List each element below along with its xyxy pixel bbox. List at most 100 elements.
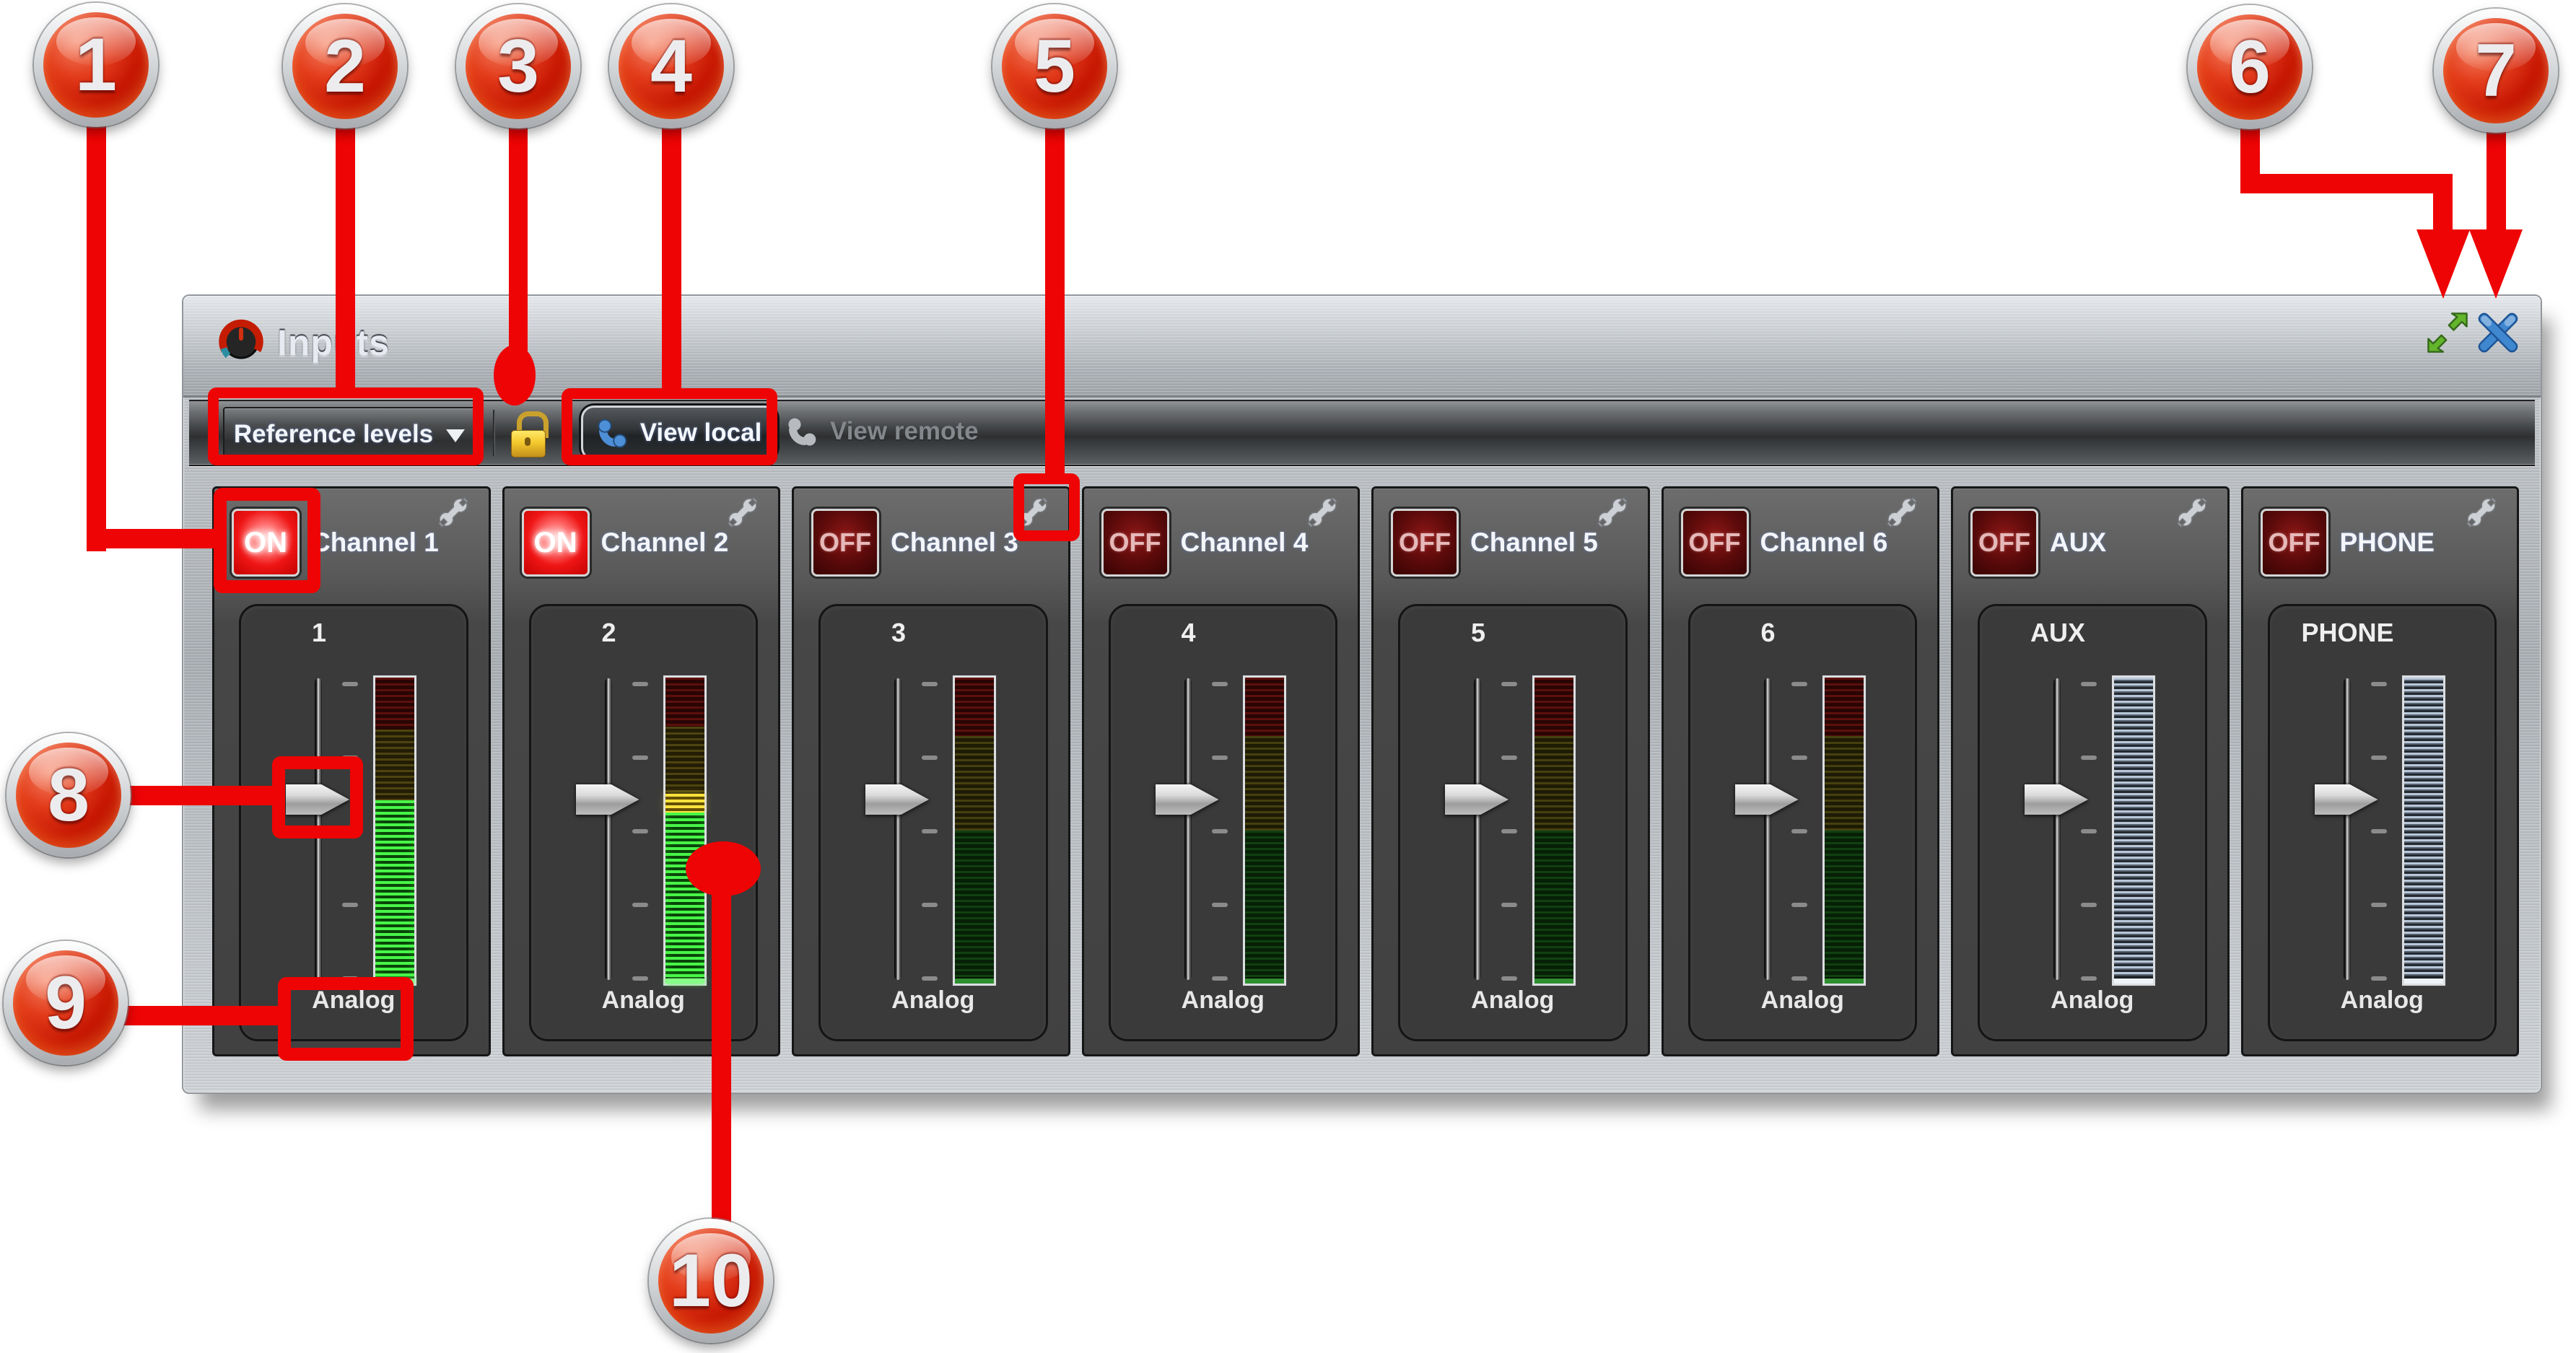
power-button-5[interactable]: OFF (1391, 509, 1459, 577)
toolbar-separator (493, 410, 495, 456)
fader-tick (2081, 903, 2097, 907)
window-resize-icon[interactable] (2427, 312, 2468, 354)
channel-name-label: Channel 5 (1470, 527, 1598, 557)
meter-zone (665, 794, 704, 813)
callout-5-connector (1045, 126, 1065, 481)
power-button-3[interactable]: OFF (811, 509, 879, 577)
connection-type-label: Analog (2340, 986, 2424, 1014)
fader-tick (1791, 976, 1807, 981)
fader-handle[interactable] (865, 781, 929, 818)
callout-bubble-3: 3 (456, 4, 580, 128)
channel-strip-channel-4: OFF Channel 4 4 Analog (1081, 486, 1360, 1056)
wrench-icon[interactable] (725, 494, 761, 530)
fader-track[interactable] (604, 678, 612, 980)
view-local-button[interactable]: View local (581, 406, 777, 460)
fader-track[interactable] (2053, 678, 2061, 980)
power-button-2[interactable]: ON (521, 509, 590, 577)
meter-zone (665, 726, 704, 794)
fader-track[interactable] (2343, 678, 2351, 980)
meter-bottom-cap (665, 978, 704, 984)
fader-tick (2081, 829, 2097, 833)
connection-type-label: Analog (2051, 986, 2134, 1014)
wrench-icon[interactable] (2463, 494, 2499, 530)
fader-tick (1211, 756, 1228, 760)
channel-strip-channel-5: OFF Channel 5 5 Analog (1371, 486, 1650, 1056)
callout-5-highlight-wrench (1013, 473, 1080, 541)
port-label: 4 (1181, 618, 1196, 647)
gray-phone-icon (788, 418, 816, 446)
app-logo-knob-icon (219, 319, 263, 359)
callout-6-arrowhead (2416, 229, 2470, 299)
callout-4-connector (662, 126, 681, 394)
power-button-7[interactable]: OFF (1970, 509, 2038, 577)
view-local-label: View local (639, 419, 762, 447)
fader-track[interactable] (1763, 678, 1771, 980)
connection-type-label: Analog (1760, 986, 1844, 1014)
callout-4-highlight-view-local (562, 388, 777, 465)
fader-tick (1791, 829, 1807, 833)
chevron-down-icon (446, 429, 466, 442)
callout-8-connector (121, 786, 276, 805)
power-button-6[interactable]: OFF (1680, 509, 1749, 577)
meter-zone (1534, 735, 1573, 831)
fader-tick (2081, 976, 2097, 981)
fader-handle[interactable] (1445, 781, 1509, 818)
window-title: Inputs (277, 323, 390, 363)
connection-type-label: Analog (312, 986, 396, 1014)
meter-zone (1534, 830, 1573, 978)
meter-bottom-cap (2403, 978, 2443, 984)
callout-7-connector (2487, 131, 2506, 232)
callout-number: 6 (2229, 25, 2271, 109)
callout-bubble-6: 6 (2188, 5, 2312, 129)
callout-1-connector-horizontal (87, 529, 225, 548)
meter-zone (1244, 830, 1284, 978)
fader-tick (2370, 903, 2387, 907)
fader-track[interactable] (1474, 678, 1481, 980)
meter-zone (955, 735, 994, 831)
channel-name-label: Channel 1 (311, 527, 439, 557)
window-close-icon[interactable] (2477, 312, 2519, 354)
wrench-icon[interactable] (1594, 494, 1630, 530)
fader-tick (1211, 976, 1228, 981)
fader-tick (2370, 682, 2387, 686)
fader-handle[interactable] (1735, 781, 1799, 818)
power-button-4[interactable]: OFF (1101, 509, 1169, 577)
wrench-icon[interactable] (1304, 494, 1340, 530)
fader-handle[interactable] (1156, 781, 1219, 818)
channel-inner-panel: AUX Analog (1978, 604, 2207, 1041)
power-button-1[interactable]: ON (232, 509, 300, 577)
port-label: 5 (1470, 618, 1486, 647)
view-remote-label: View remote (830, 417, 979, 445)
connection-type-label: Analog (1181, 986, 1265, 1014)
power-button-8[interactable]: OFF (2260, 509, 2328, 577)
callout-number: 4 (650, 24, 692, 108)
fader-handle[interactable] (576, 781, 639, 818)
fader-track[interactable] (1184, 678, 1192, 980)
fader-track[interactable] (894, 678, 901, 980)
port-label: AUX (2030, 618, 2085, 647)
fader-tick (2081, 756, 2097, 760)
fader-tick (1501, 829, 1517, 833)
fader-tick (2081, 682, 2097, 686)
callout-bubble-1: 1 (34, 3, 158, 127)
wrench-icon[interactable] (1884, 494, 1920, 530)
callout-bubble-9: 9 (4, 941, 128, 1065)
port-label: 6 (1760, 618, 1776, 647)
fader-tick (632, 829, 648, 833)
fader-tick (342, 903, 358, 907)
callout-3-endpoint-dot (494, 345, 536, 406)
fader-handle[interactable] (2025, 781, 2088, 818)
callout-9-highlight-analog-label (278, 977, 414, 1061)
fader-handle[interactable] (2315, 781, 2378, 818)
channel-strips-row: ON Channel 1 1 Analog ON (212, 486, 2519, 1056)
view-remote-button[interactable]: View remote (787, 408, 979, 455)
callout-number: 10 (669, 1238, 753, 1323)
callout-9-connector (118, 1006, 284, 1025)
reference-levels-label: Reference levels (233, 420, 434, 448)
wrench-icon[interactable] (2174, 494, 2210, 530)
wrench-icon[interactable] (435, 494, 471, 530)
callout-2-connector (336, 126, 355, 394)
port-label: 1 (311, 618, 327, 647)
level-meter (2112, 675, 2155, 986)
meter-bottom-cap (1244, 978, 1284, 984)
